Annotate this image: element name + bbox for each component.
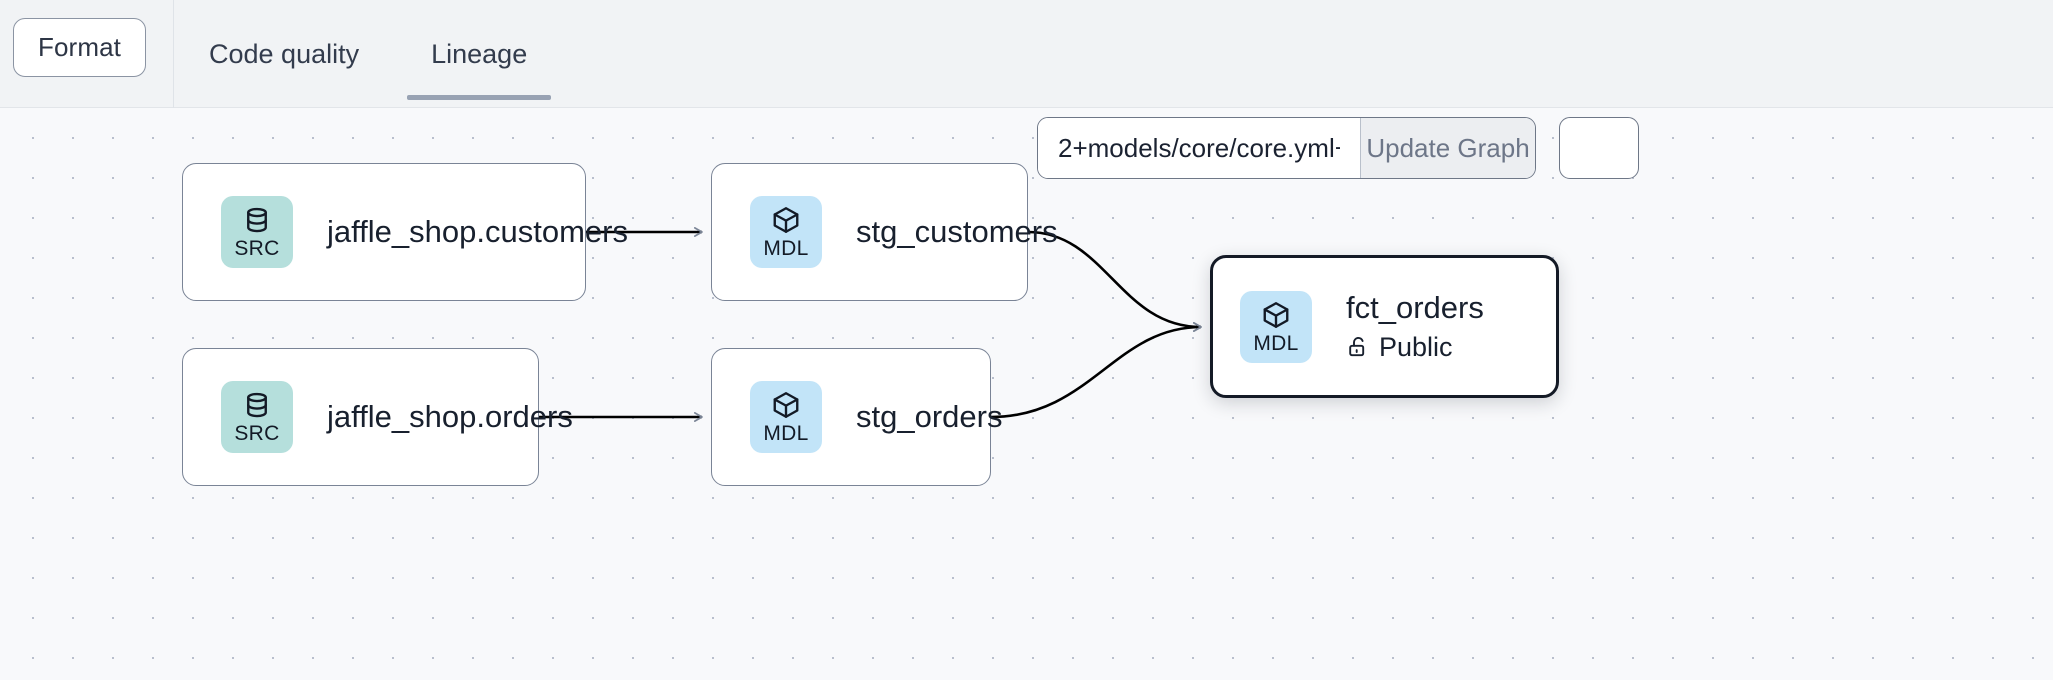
node-title: stg_orders [856,399,1003,435]
mdl-badge-label: MDL [763,422,809,445]
src-badge-label: SRC [234,237,280,260]
src-badge-label: SRC [234,422,280,445]
node-title: stg_customers [856,214,1058,250]
node-text: jaffle_shop.customers [327,214,628,250]
node-access-label: Public [1379,331,1453,362]
tab-bar: Code quality Lineage [173,0,563,108]
lineage-node-jaffle-shop-orders[interactable]: SRC jaffle_shop.orders [182,348,573,486]
lineage-node-jaffle-shop-customers[interactable]: SRC jaffle_shop.customers [182,163,628,301]
update-graph-button[interactable]: Update Graph [1360,118,1535,178]
node-text: fct_orders Public [1346,290,1484,363]
cube-icon [771,205,801,235]
node-access-badge: Public [1346,332,1484,363]
lineage-canvas[interactable]: SRC jaffle_shop.customers SRC jaffle_sh [0,108,2053,680]
node-title: jaffle_shop.customers [327,214,628,250]
src-badge: SRC [221,196,293,268]
node-text: stg_orders [856,399,1002,435]
node-text: jaffle_shop.orders [327,399,573,435]
cube-icon [771,390,801,420]
tab-lineage[interactable]: Lineage [395,0,563,108]
node-text: stg_customers [856,214,1058,250]
graph-options-button[interactable] [1559,117,1639,179]
src-badge: SRC [221,381,293,453]
mdl-badge-label: MDL [763,237,809,260]
cube-icon [1261,300,1291,330]
database-icon [242,205,272,235]
mdl-badge-label: MDL [1253,331,1299,355]
unlock-icon [1346,335,1370,359]
node-title: fct_orders [1346,290,1484,326]
mdl-badge: MDL [750,381,822,453]
graph-selector-controls: Update Graph [1037,117,1536,179]
tab-code-quality[interactable]: Code quality [209,38,360,69]
editor-toolbar: Format Code quality Lineage [0,0,2053,108]
mdl-badge: MDL [750,196,822,268]
mdl-badge: MDL [1240,290,1312,363]
toolbar-divider [173,0,174,108]
node-title: jaffle_shop.orders [327,399,573,435]
database-icon [242,390,272,420]
lineage-node-fct-orders[interactable]: MDL fct_orders Public [1210,255,1559,398]
edge-stg-orders-to-fct-orders [990,322,1202,419]
lineage-node-stg-orders[interactable]: MDL stg_orders [711,348,1002,486]
format-button[interactable]: Format [13,18,146,77]
lineage-node-stg-customers[interactable]: MDL stg_customers [711,163,1058,301]
graph-selector-input[interactable] [1038,118,1360,178]
